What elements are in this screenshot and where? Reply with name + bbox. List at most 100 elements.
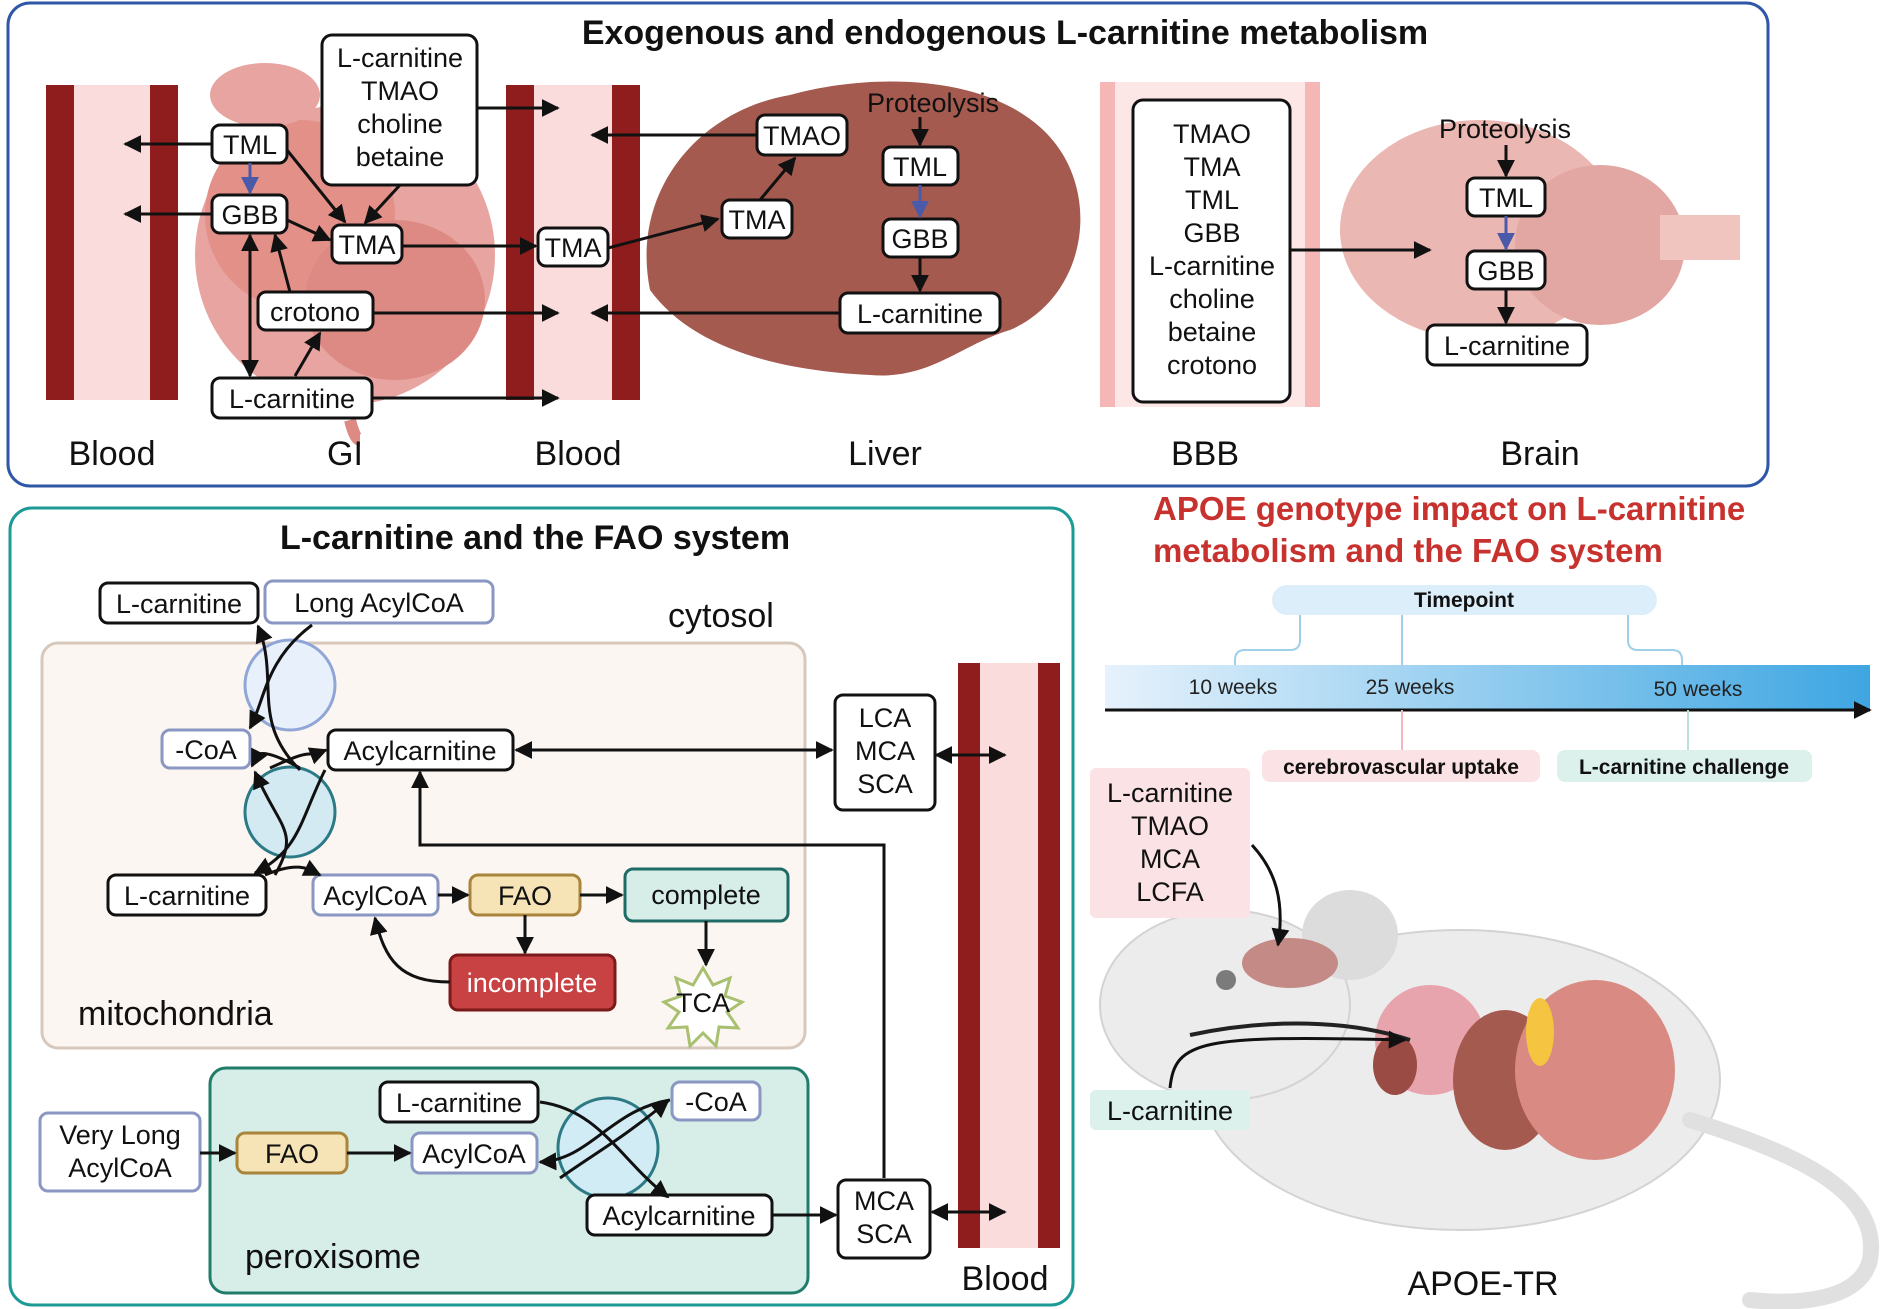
cytosol-label: cytosol — [668, 597, 774, 635]
perox-lcarnitine-label: L-carnitine — [396, 1088, 522, 1118]
gi-lcarnitine-label: L-carnitine — [229, 384, 355, 414]
long-acylcoa-label: Long AcylCoA — [294, 588, 464, 618]
timeline-bar — [1105, 665, 1870, 710]
bbb-line-2: TMA — [1184, 152, 1241, 182]
mito-acylcoa-label: AcylCoA — [323, 881, 427, 911]
measured-line-4: LCFA — [1136, 877, 1204, 907]
perox-acylcoa-label: AcylCoA — [422, 1139, 526, 1169]
perox-acylcarnitine-label: Acylcarnitine — [602, 1201, 755, 1231]
incomplete-label: incomplete — [467, 968, 598, 998]
gi-box-line-1: L-carnitine — [337, 43, 463, 73]
gi-box-line-4: betaine — [356, 142, 445, 172]
lcarnitine-input-label: L-carnitine — [1107, 1096, 1233, 1126]
measured-line-3: MCA — [1140, 844, 1200, 874]
gi-tma-label: TMA — [339, 230, 396, 260]
liver-proteolysis-label: Proteolysis — [867, 88, 999, 118]
lcarnitine-input-arrow — [1168, 1030, 1407, 1089]
perox-acylcoa-box — [410, 1131, 539, 1175]
zone-label-brain: Brain — [1500, 435, 1579, 473]
bbb-line-8: crotono — [1167, 350, 1257, 380]
perox-fao-label: FAO — [265, 1139, 319, 1169]
zone-label-liver: Liver — [848, 435, 922, 473]
acylcarnitine-box — [326, 728, 515, 772]
gi-box-line-3: choline — [357, 109, 443, 139]
fao-blood-label: Blood — [962, 1260, 1049, 1298]
gi-tma-box — [330, 223, 404, 265]
timepoint-pill — [1272, 585, 1657, 615]
mca-sca-box — [836, 1178, 932, 1260]
cpt1-transporter — [243, 638, 337, 732]
brain-lcarnitine-box — [1425, 323, 1589, 367]
gi-gbb-label: GBB — [221, 200, 278, 230]
measured-line-1: L-carnitine — [1107, 778, 1233, 808]
bbb-line-7: betaine — [1168, 317, 1257, 347]
tca-starburst — [660, 965, 746, 1050]
liver-gbb-label: GBB — [891, 224, 948, 254]
week-10-label: 10 weeks — [1189, 676, 1278, 699]
tca-label: TCA — [676, 988, 730, 1018]
measured-line-2: TMAO — [1131, 811, 1209, 841]
mito-fao-label: FAO — [498, 881, 552, 911]
mca-sca-line-2: SCA — [856, 1219, 912, 1249]
cerebrovascular-uptake-pill — [1262, 750, 1540, 782]
gi-crotono-label: crotono — [270, 297, 360, 327]
mito-lcarnitine-label: L-carnitine — [124, 881, 250, 911]
mca-sca-line-1: MCA — [854, 1186, 914, 1216]
acylcarnitine-label: Acylcarnitine — [343, 736, 496, 766]
week-50-label: 50 weeks — [1654, 678, 1743, 701]
zone-label-blood-middle: Blood — [535, 435, 622, 473]
cerebrovascular-uptake-label: cerebrovascular uptake — [1283, 756, 1519, 779]
mito-lcarnitine-box — [106, 873, 268, 917]
brain-lcarnitine-label: L-carnitine — [1444, 331, 1570, 361]
coa-label: -CoA — [175, 735, 237, 765]
long-acylcoa-box — [263, 579, 495, 625]
perox-coa-label: -CoA — [685, 1087, 747, 1117]
peroxisome-region — [208, 1066, 810, 1295]
liver-tma-label: TMA — [729, 205, 786, 235]
brain-tml-label: TML — [1479, 183, 1533, 213]
zone-label-gi: GI — [327, 435, 363, 473]
perox-lcarnitine-box — [378, 1080, 540, 1124]
fao-panel-arrows — [200, 623, 1007, 1224]
bbb-line-1: TMAO — [1173, 119, 1251, 149]
gi-tml-label: TML — [223, 130, 277, 160]
peroxisome-label: peroxisome — [245, 1238, 421, 1276]
lcarnitine-challenge-pill — [1557, 750, 1812, 782]
bbb-line-4: GBB — [1183, 218, 1240, 248]
zone-label-bbb: BBB — [1171, 435, 1239, 473]
sca-label: SCA — [857, 769, 913, 799]
complete-label: complete — [651, 880, 761, 910]
apoe-title-line-2: metabolism and the FAO system — [1153, 532, 1663, 569]
brain-proteolysis-label: Proteolysis — [1439, 114, 1571, 144]
mca-label: MCA — [855, 736, 915, 766]
lcarnitine-input-box — [1090, 1090, 1250, 1130]
bbb-line-6: choline — [1169, 284, 1255, 314]
lcarnitine-challenge-label: L-carnitine challenge — [1579, 756, 1789, 779]
apoe-title-line-1: APOE genotype impact on L-carnitine — [1153, 490, 1745, 527]
timepoint-label: Timepoint — [1414, 589, 1514, 612]
bbb-line-3: TML — [1185, 185, 1239, 215]
liver-tmao-label: TMAO — [763, 121, 841, 151]
top-panel-title: Exogenous and endogenous L-carnitine met… — [582, 14, 1428, 52]
week-25-label: 25 weeks — [1366, 676, 1455, 699]
very-long-acylcoa-line-1: Very Long — [59, 1120, 181, 1150]
fao-panel-title: L-carnitine and the FAO system — [280, 519, 790, 557]
blood-vessel-left — [46, 85, 178, 400]
very-long-acylcoa-line-2: AcylCoA — [68, 1153, 172, 1183]
blood-tma-label: TMA — [545, 233, 602, 263]
brain-gbb-label: GBB — [1477, 256, 1534, 286]
measured-to-brain-arrow — [1250, 843, 1290, 947]
measured-metabolites-box — [1090, 768, 1250, 918]
zone-label-blood-left: Blood — [69, 435, 156, 473]
liver-lcarnitine-label: L-carnitine — [857, 299, 983, 329]
perox-coa-box — [670, 1080, 762, 1122]
lca-label: LCA — [859, 703, 912, 733]
brain-illustration — [1340, 120, 1740, 340]
blood-vessel-fao — [958, 663, 1060, 1248]
gi-box-line-2: TMAO — [361, 76, 439, 106]
cytosol-lcarnitine-label: L-carnitine — [116, 589, 242, 619]
mouse-label: APOE-TR — [1407, 1265, 1558, 1303]
mouse-illustration — [1099, 890, 1880, 1309]
bbb-line-5: L-carnitine — [1149, 251, 1275, 281]
